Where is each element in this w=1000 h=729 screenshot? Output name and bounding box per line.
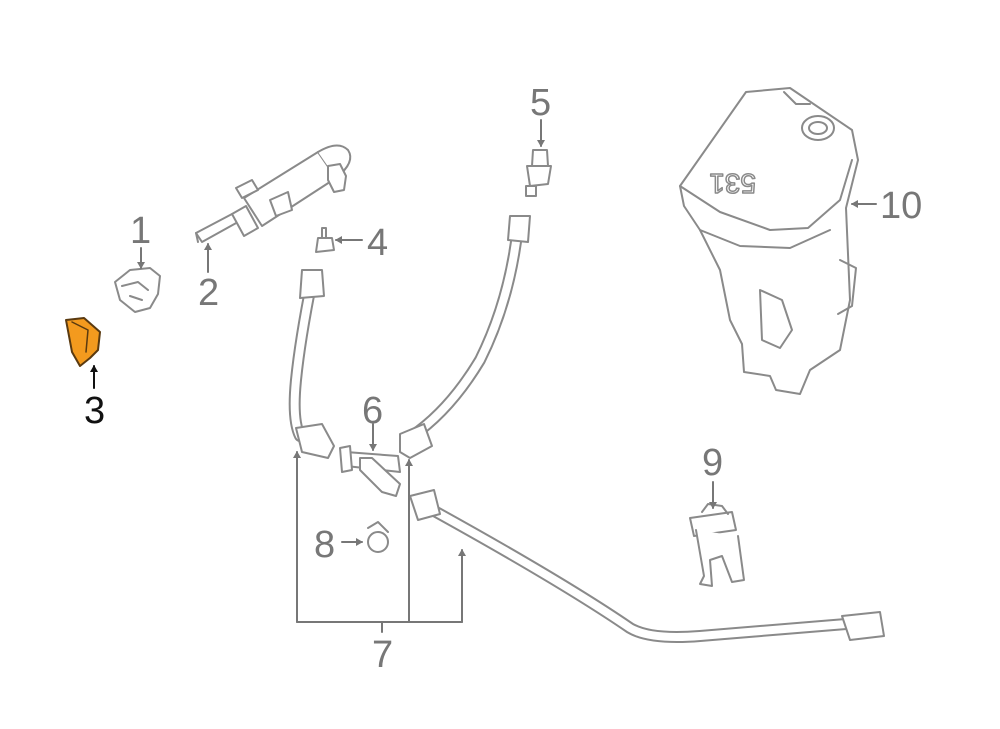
part-6-tee	[339, 445, 401, 497]
callout-6: 6	[362, 390, 384, 432]
hose-left	[288, 269, 335, 459]
callout-10: 10	[880, 185, 923, 227]
leader-arrows	[137, 119, 877, 546]
part-4-fitting	[315, 227, 335, 253]
callout-7: 7	[372, 634, 394, 676]
callout-1: 1	[130, 210, 152, 252]
callout-8: 8	[314, 524, 336, 566]
part-8-clamp	[367, 521, 389, 553]
part-2-pump	[195, 144, 352, 243]
part-9-clip	[689, 503, 745, 587]
reservoir-marking: 531	[709, 168, 756, 199]
callout-9: 9	[702, 442, 724, 484]
hose-right	[399, 215, 531, 459]
callout-2: 2	[198, 272, 220, 314]
part-3-clip	[65, 317, 101, 367]
callout-3: 3	[84, 390, 106, 432]
part-1-clip	[114, 267, 161, 313]
callout-7-bracket	[293, 451, 466, 633]
callout-5: 5	[530, 82, 552, 124]
part-5-fitting	[525, 149, 552, 197]
callout-4: 4	[367, 222, 389, 264]
hose-long	[409, 489, 885, 643]
part-10-reservoir: 531	[679, 87, 859, 395]
